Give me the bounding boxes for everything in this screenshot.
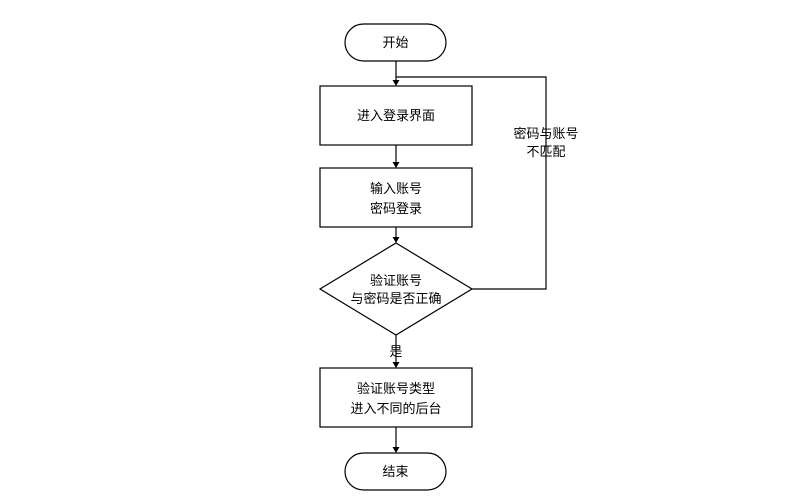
arrowhead-input-to-verify [392,237,400,243]
route-backend-node: 验证账号类型 进入不同的后台 [319,367,473,428]
end-node-shape [344,452,447,491]
start-node: 开始 [344,23,447,62]
arrowhead-verify-to-route [392,362,400,368]
edge-mismatch-label-line2: 不匹配 [526,145,565,160]
edge-mismatch-loop [396,76,547,290]
route-backend-line1: 验证账号类型 [357,381,435,397]
end-node-label: 结束 [382,465,408,480]
arrowhead-login-to-input [392,162,400,168]
edge-mismatch-label-line1: 密码与账号 [513,126,578,142]
input-credentials-node-shape [319,167,473,228]
enter-login-node-shape [319,85,473,146]
edge-yes-label: 是 [389,345,402,360]
verify-decision-node: 验证账号 与密码是否正确 [318,242,474,336]
arrowhead-route-to-end [392,447,400,453]
verify-decision-shape [318,242,474,336]
enter-login-node-label: 进入登录界面 [357,109,435,124]
start-node-label: 开始 [382,36,408,51]
arrowhead-start-to-login [392,80,400,86]
end-node: 结束 [344,452,447,491]
input-credentials-line1: 输入账号 [370,181,422,197]
route-backend-line2: 进入不同的后台 [350,401,441,417]
route-backend-node-shape [319,367,473,428]
verify-decision-line1: 验证账号 [370,273,422,289]
input-credentials-line2: 密码登录 [370,201,422,217]
verify-decision-line2: 与密码是否正确 [350,291,441,307]
input-credentials-node: 输入账号 密码登录 [319,167,473,228]
enter-login-node: 进入登录界面 [319,85,473,146]
